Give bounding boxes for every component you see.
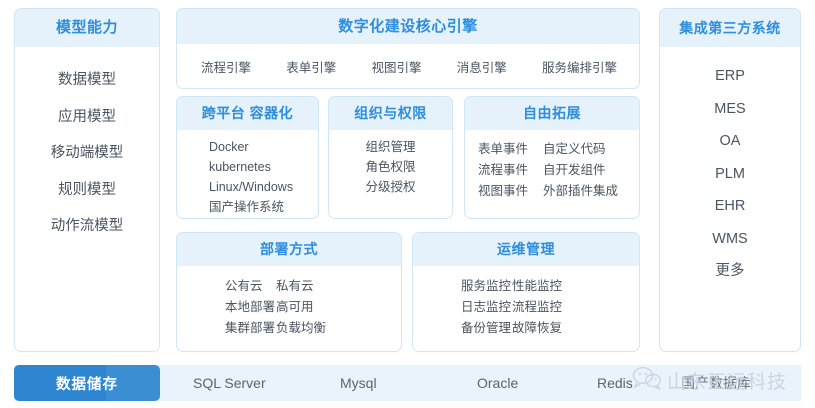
cross-item-linux-windows[interactable]: Linux/Windows <box>209 180 294 194</box>
database-item-mysql[interactable]: Mysql <box>340 375 377 391</box>
org-item-role-permission[interactable]: 角色权限 <box>365 160 416 174</box>
core-engine-card: 数字化建设核心引擎 流程引擎 表单引擎 视图引擎 消息引擎 服务编排引擎 <box>176 8 640 89</box>
operations-management-title: 运维管理 <box>413 233 639 266</box>
deploy-item-high-availability[interactable]: 高可用 <box>276 300 314 314</box>
cross-item-kubernetes[interactable]: kubernetes <box>209 160 271 174</box>
model-item-app-model[interactable]: 应用模型 <box>58 108 116 125</box>
extension-item-self-developed-component[interactable]: 自开发组件 <box>543 163 606 177</box>
model-item-rule-model[interactable]: 规则模型 <box>58 181 116 198</box>
extension-item-custom-code[interactable]: 自定义代码 <box>543 142 606 156</box>
operations-management-card: 运维管理 服务监控 性能监控 日志监控 流程监控 备份管理 故障恢复 <box>412 232 640 352</box>
engine-item-process[interactable]: 流程引擎 <box>201 60 252 75</box>
deploy-item-cluster[interactable]: 集群部署 <box>225 321 276 335</box>
model-item-actionflow-model[interactable]: 动作流模型 <box>50 218 124 234</box>
model-capability-panel: 模型能力 数据模型 应用模型 移动端模型 规则模型 动作流模型 <box>14 8 160 352</box>
deploy-item-public-cloud[interactable]: 公有云 <box>225 279 263 293</box>
core-engine-body: 流程引擎 表单引擎 视图引擎 消息引擎 服务编排引擎 <box>177 44 639 88</box>
cross-item-docker[interactable]: Docker <box>209 140 249 154</box>
deployment-row: 集群部署 负载均衡 <box>177 319 401 337</box>
deployment-title: 部署方式 <box>177 233 401 266</box>
ops-item-process-monitoring[interactable]: 流程监控 <box>512 300 563 314</box>
integration-item-mes[interactable]: MES <box>714 100 746 117</box>
core-engine-title: 数字化建设核心引擎 <box>177 9 639 44</box>
model-item-mobile-model[interactable]: 移动端模型 <box>50 145 124 161</box>
ops-item-log-monitoring[interactable]: 日志监控 <box>461 300 512 314</box>
extension-row: 表单事件 自定义代码 <box>465 140 639 158</box>
deploy-item-private-cloud[interactable]: 私有云 <box>276 279 314 293</box>
org-item-org-management[interactable]: 组织管理 <box>365 140 416 154</box>
third-party-integration-panel: 集成第三方系统 ERP MES OA PLM EHR WMS 更多 <box>659 8 801 352</box>
model-capability-title: 模型能力 <box>15 9 159 47</box>
extension-item-process-event[interactable]: 流程事件 <box>478 163 529 177</box>
core-engine-list: 流程引擎 表单引擎 视图引擎 消息引擎 服务编排引擎 <box>201 57 617 76</box>
database-item-domestic-db[interactable]: 国产数据库 <box>681 375 751 391</box>
third-party-integration-list: ERP MES OA PLM EHR WMS 更多 <box>660 47 800 351</box>
integration-item-ehr[interactable]: EHR <box>714 198 746 214</box>
operations-row: 日志监控 流程监控 <box>413 298 639 316</box>
third-party-integration-title: 集成第三方系统 <box>660 9 800 47</box>
org-permission-title: 组织与权限 <box>329 97 452 130</box>
cross-platform-card: 跨平台 容器化 Docker kubernetes Linux/Windows … <box>176 96 319 219</box>
free-extension-title: 自由拓展 <box>465 97 639 130</box>
free-extension-list: 表单事件 自定义代码 流程事件 自开发组件 视图事件 外部插件集成 <box>465 130 639 200</box>
integration-item-erp[interactable]: ERP <box>715 68 745 84</box>
ops-item-performance-monitoring[interactable]: 性能监控 <box>512 279 563 293</box>
org-permission-list: 组织管理 角色权限 分级授权 <box>329 130 452 196</box>
data-storage-button[interactable]: 数据储存 <box>14 365 160 401</box>
integration-item-more[interactable]: 更多 <box>715 263 745 279</box>
integration-item-oa[interactable]: OA <box>719 133 741 149</box>
extension-row: 流程事件 自开发组件 <box>465 161 639 179</box>
integration-item-wms[interactable]: WMS <box>712 230 748 247</box>
engine-item-message[interactable]: 消息引擎 <box>456 60 507 75</box>
engine-item-form[interactable]: 表单引擎 <box>286 60 337 75</box>
deployment-card: 部署方式 公有云 私有云 本地部署 高可用 集群部署 负载均衡 <box>176 232 402 352</box>
extension-item-view-event[interactable]: 视图事件 <box>478 184 529 198</box>
ops-item-service-monitoring[interactable]: 服务监控 <box>461 279 512 293</box>
database-item-oracle[interactable]: Oracle <box>477 375 519 391</box>
deployment-list: 公有云 私有云 本地部署 高可用 集群部署 负载均衡 <box>177 266 401 337</box>
cross-item-domestic-os[interactable]: 国产操作系统 <box>209 200 285 214</box>
org-permission-card: 组织与权限 组织管理 角色权限 分级授权 <box>328 96 453 219</box>
deploy-item-on-premise[interactable]: 本地部署 <box>225 300 276 314</box>
engine-item-view[interactable]: 视图引擎 <box>371 60 422 75</box>
database-item-sql-server[interactable]: SQL Server <box>193 375 266 391</box>
database-list: SQL Server Mysql Oracle Redis 国产数据库 <box>160 365 801 401</box>
model-capability-list: 数据模型 应用模型 移动端模型 规则模型 动作流模型 <box>15 47 159 351</box>
free-extension-card: 自由拓展 表单事件 自定义代码 流程事件 自开发组件 视图事件 外部插件集成 <box>464 96 640 219</box>
model-item-data-model[interactable]: 数据模型 <box>58 72 116 88</box>
cross-platform-title: 跨平台 容器化 <box>177 97 318 130</box>
extension-item-form-event[interactable]: 表单事件 <box>478 142 529 156</box>
operations-row: 服务监控 性能监控 <box>413 277 639 295</box>
operations-management-list: 服务监控 性能监控 日志监控 流程监控 备份管理 故障恢复 <box>413 266 639 337</box>
cross-platform-list: Docker kubernetes Linux/Windows 国产操作系统 <box>177 130 318 216</box>
deploy-item-load-balancing[interactable]: 负载均衡 <box>276 321 327 335</box>
org-item-tiered-authorization[interactable]: 分级授权 <box>365 180 416 194</box>
deployment-row: 公有云 私有云 <box>177 277 401 295</box>
database-item-redis[interactable]: Redis <box>597 375 633 391</box>
integration-item-plm[interactable]: PLM <box>715 165 745 182</box>
operations-row: 备份管理 故障恢复 <box>413 319 639 337</box>
deployment-row: 本地部署 高可用 <box>177 298 401 316</box>
ops-item-backup-management[interactable]: 备份管理 <box>461 321 512 335</box>
data-storage-bar: 数据储存 SQL Server Mysql Oracle Redis 国产数据库 <box>14 365 801 401</box>
ops-item-disaster-recovery[interactable]: 故障恢复 <box>512 321 563 335</box>
extension-row: 视图事件 外部插件集成 <box>465 182 639 200</box>
extension-item-external-plugin[interactable]: 外部插件集成 <box>543 184 619 198</box>
engine-item-service-orchestration[interactable]: 服务编排引擎 <box>541 60 617 75</box>
